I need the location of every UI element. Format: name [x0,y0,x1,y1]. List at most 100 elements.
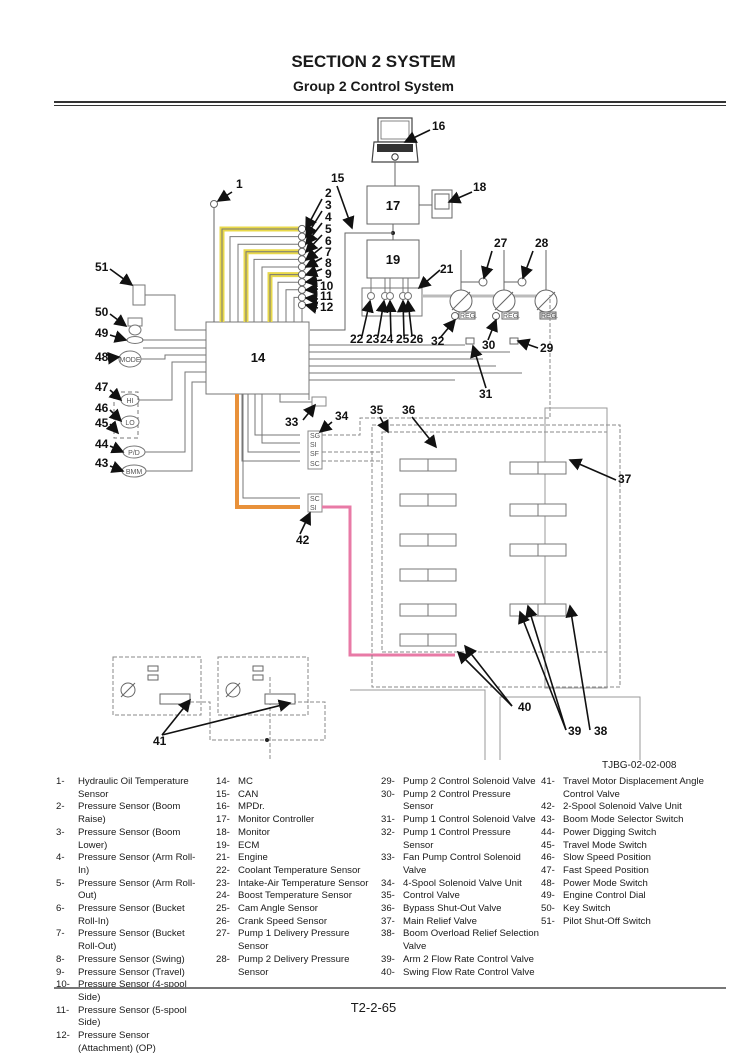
legend-number: 46- [541,852,555,864]
spool-valve [399,493,429,507]
callout-arrow [304,255,323,268]
legend-text: Travel Motor Displacement Angle Control … [563,776,704,800]
sensor-wire [245,251,300,322]
legend-item: 49-Engine Control Dial [541,890,721,903]
legend-text: MPDr. [238,801,265,813]
callout-label: 3 [325,198,332,212]
legend-number: 3- [56,826,65,838]
spool-valve [399,603,429,617]
callout-label: 40 [518,700,532,714]
ecm-box [366,239,420,279]
legend-text: Intake-Air Temperature Sensor [238,877,369,889]
legend-text: Pilot Shut-Off Switch [563,915,651,927]
legend-text: Pressure Sensor (Arm Roll-In) [78,852,196,876]
legend-item: 4-Pressure Sensor (Arm Roll-In) [56,852,206,877]
callout-label: 25 [396,332,410,346]
svg-text:REG.: REG. [541,313,558,320]
callout-arrow [304,301,319,314]
callout-arrow [464,644,513,707]
callout-label: 18 [473,180,487,194]
spool-valve [509,461,539,475]
mode-switch-label: MODE [120,357,141,364]
spool-valve [399,533,429,547]
legend-item: 9-Pressure Sensor (Travel) [56,967,206,980]
legend-item: 6-Pressure Sensor (Bucket Roll-In) [56,903,206,928]
legend-item: 1-Hydraulic Oil Temperature Sensor [56,776,206,801]
control-system-diagram: 17 19 REG.REG.REG. 14 [95,117,641,760]
legend-item: 10-Pressure Sensor (4-spool Side) [56,979,206,1004]
callout-label: 36 [402,403,416,417]
legend-number: 7- [56,928,65,940]
pressure-sensor-icon [297,285,307,294]
legend-number: 28- [216,953,230,965]
header-rule-thin [54,105,726,106]
legend-item: 26-Crank Speed Sensor [216,916,376,929]
legend-text: Pressure Sensor (Boom Raise) [78,801,181,826]
callout-label: 7 [325,245,332,259]
sol4-sg: SG [310,433,320,440]
spool-valve [537,503,567,517]
legend-text: Travel Mode Switch [563,839,647,851]
callout-arrow [108,387,123,402]
callout-arrow [161,699,292,736]
callout-arrow [302,403,316,421]
callout-arrow [107,351,121,365]
pressure-sensor-icon [297,262,307,272]
legend-number: 48- [541,877,555,889]
legend-text: MC [238,776,253,787]
group-title: Group 2 Control System [292,78,455,94]
sensor-wire [229,236,300,322]
callout-label: 16 [432,119,446,133]
callout-label: 43 [95,456,109,470]
spool-valve [399,568,429,582]
legend-item: 45-Travel Mode Switch [541,840,721,853]
spool-valve [537,603,567,617]
callout-label: 38 [594,724,608,738]
sol2-si: SI [310,505,317,512]
legend-text: CAN [238,788,259,800]
legend-text: Slow Speed Position [563,852,651,864]
callout-label: 31 [479,387,493,401]
spool-valve [509,503,539,517]
callout-arrow [411,416,437,449]
legend-item: 17-Monitor Controller [216,814,376,827]
pd-label: P/D [128,450,140,457]
callout-arrow [516,338,539,351]
callout-arrow [299,511,311,535]
legend-text: Pressure Sensor (Travel) [78,966,185,978]
legend-number: 36- [381,903,395,915]
sol4-sc: SC [310,461,320,468]
legend-text: Pressure Sensor (5-spool Side) [78,1004,187,1029]
callout-arrow [568,458,617,481]
callout-label: 22 [350,332,364,346]
callout-arrow [525,604,567,731]
pressure-sensor-icon [297,278,307,287]
spool-valve [427,568,457,582]
callout-label: 48 [95,350,109,364]
sol4-si: SI [310,442,317,449]
callout-arrow [456,650,513,707]
legend-text: Power Mode Switch [563,877,648,889]
legend-text: Pump 2 Control Solenoid Valve [403,776,536,787]
legend-column-4: 41-Travel Motor Displacement Angle Contr… [541,776,721,928]
callout-arrow [375,299,389,337]
legend-text: Pressure Sensor (Swing) [78,953,185,965]
callout-label: 35 [370,403,384,417]
legend-number: 51- [541,915,555,927]
legend-text: Boom Overload Relief Selection Valve [403,928,539,953]
legend-number: 38- [381,928,395,940]
legend-number: 37- [381,915,395,927]
callout-label: 8 [325,256,332,270]
legend-item: 25-Cam Angle Sensor [216,903,376,916]
legend-item: 15-CAN [216,789,376,802]
spool-valve [537,543,567,557]
callout-label: 50 [95,305,109,319]
callout-arrow [304,282,319,296]
legend-item: 5-Pressure Sensor (Arm Roll-Out) [56,878,206,903]
legend-number: 21- [216,852,230,864]
callout-label: 2 [325,186,332,200]
sensor-wire [277,281,300,322]
spool-valve [427,633,457,647]
